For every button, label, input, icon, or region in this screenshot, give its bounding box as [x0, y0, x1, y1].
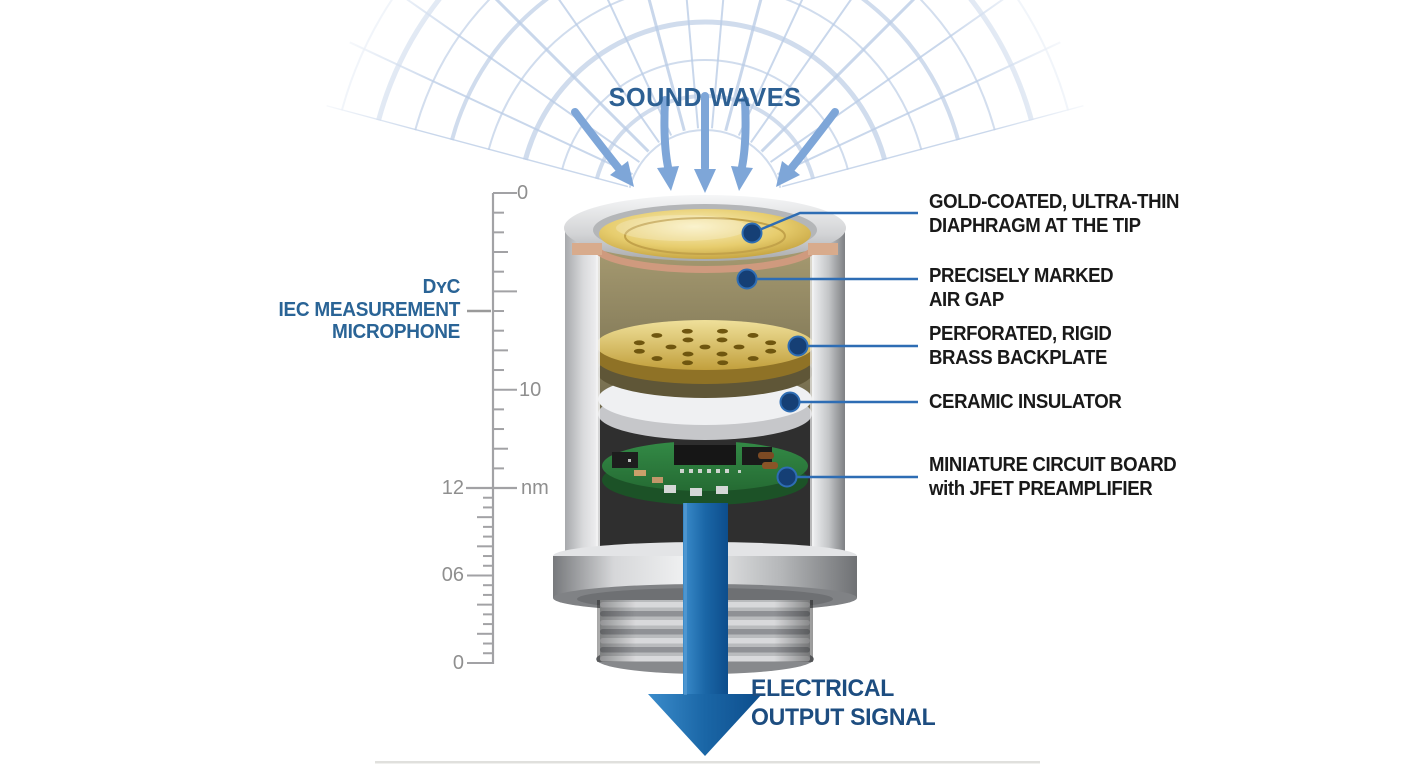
callout-line: with JFET PREAMPLIFIER	[929, 477, 1153, 500]
ruler-label-0-top: 0	[517, 182, 529, 204]
housing-wall-right	[812, 228, 845, 558]
output-label-line2: OUTPUT SIGNAL	[751, 704, 936, 731]
leader-dot	[779, 391, 801, 413]
callout-line: DIAPHRAGM AT THE TIP	[929, 214, 1141, 237]
ic-chip-small	[742, 447, 772, 465]
callout-line: GOLD-COATED, ULTRA-THIN	[929, 191, 1180, 213]
diaphragm-part	[599, 209, 811, 259]
scale-ruler	[466, 192, 517, 664]
callout-line: PERFORATED, RIGID	[929, 323, 1112, 345]
callout-insulator: CERAMIC INSULATOR	[929, 391, 1122, 415]
capacitor	[762, 462, 778, 469]
brass-backplate-part	[596, 320, 814, 398]
ruler-label-10: 10	[519, 379, 542, 401]
callout-diaphragm: GOLD-COATED, ULTRA-THIN DIAPHRAGM AT THE…	[929, 191, 1179, 238]
leader-dot	[736, 268, 758, 290]
ruler-label-06: 06	[441, 564, 464, 586]
circuit-board-part	[602, 441, 808, 505]
capacitor	[758, 452, 774, 459]
resistor	[634, 470, 646, 476]
ruler-label-12: 12	[441, 477, 464, 499]
ruler-label-0-bottom: 0	[452, 652, 464, 674]
callout-line: PRECISELY MARKED	[929, 265, 1114, 287]
leader-dot	[787, 335, 809, 357]
callout-line: CERAMIC INSULATOR	[929, 391, 1122, 413]
device-label-line2: IEC MEASUREMENT	[278, 298, 460, 321]
copper-ring-part	[572, 243, 838, 273]
device-label-line1: DʏC	[422, 276, 461, 298]
leader-dot	[776, 466, 798, 488]
sound-waves-title: SOUND WAVES	[608, 82, 802, 112]
ic-chip-small	[612, 452, 638, 468]
callout-line: AIR GAP	[929, 288, 1004, 311]
callout-air-gap: PRECISELY MARKED AIR GAP	[929, 265, 1114, 312]
callout-circuit: MINIATURE CIRCUIT BOARD with JFET PREAMP…	[929, 454, 1177, 501]
device-label: DʏC IEC MEASUREMENT MICROPHONE	[278, 276, 460, 344]
device-label-line3: MICROPHONE	[331, 321, 460, 343]
callout-line: MINIATURE CIRCUIT BOARD	[929, 454, 1177, 476]
leader-diaphragm	[751, 211, 918, 235]
leader-dot	[741, 222, 763, 244]
ground-shadow	[375, 761, 1040, 764]
callout-backplate: PERFORATED, RIGID BRASS BACKPLATE	[929, 323, 1112, 370]
output-signal-arrow	[648, 503, 762, 756]
output-label-line1: ELECTRICAL	[751, 675, 895, 702]
electrical-output-label: ELECTRICAL OUTPUT SIGNAL	[751, 674, 936, 732]
ruler-label-nm: nm	[521, 477, 549, 499]
leader-lines	[736, 211, 918, 488]
callout-line: BRASS BACKPLATE	[929, 346, 1108, 369]
sound-wave-arrows	[571, 92, 839, 193]
housing-wall-left	[565, 228, 598, 558]
resistor	[652, 477, 663, 483]
backplate-holes	[633, 328, 777, 366]
